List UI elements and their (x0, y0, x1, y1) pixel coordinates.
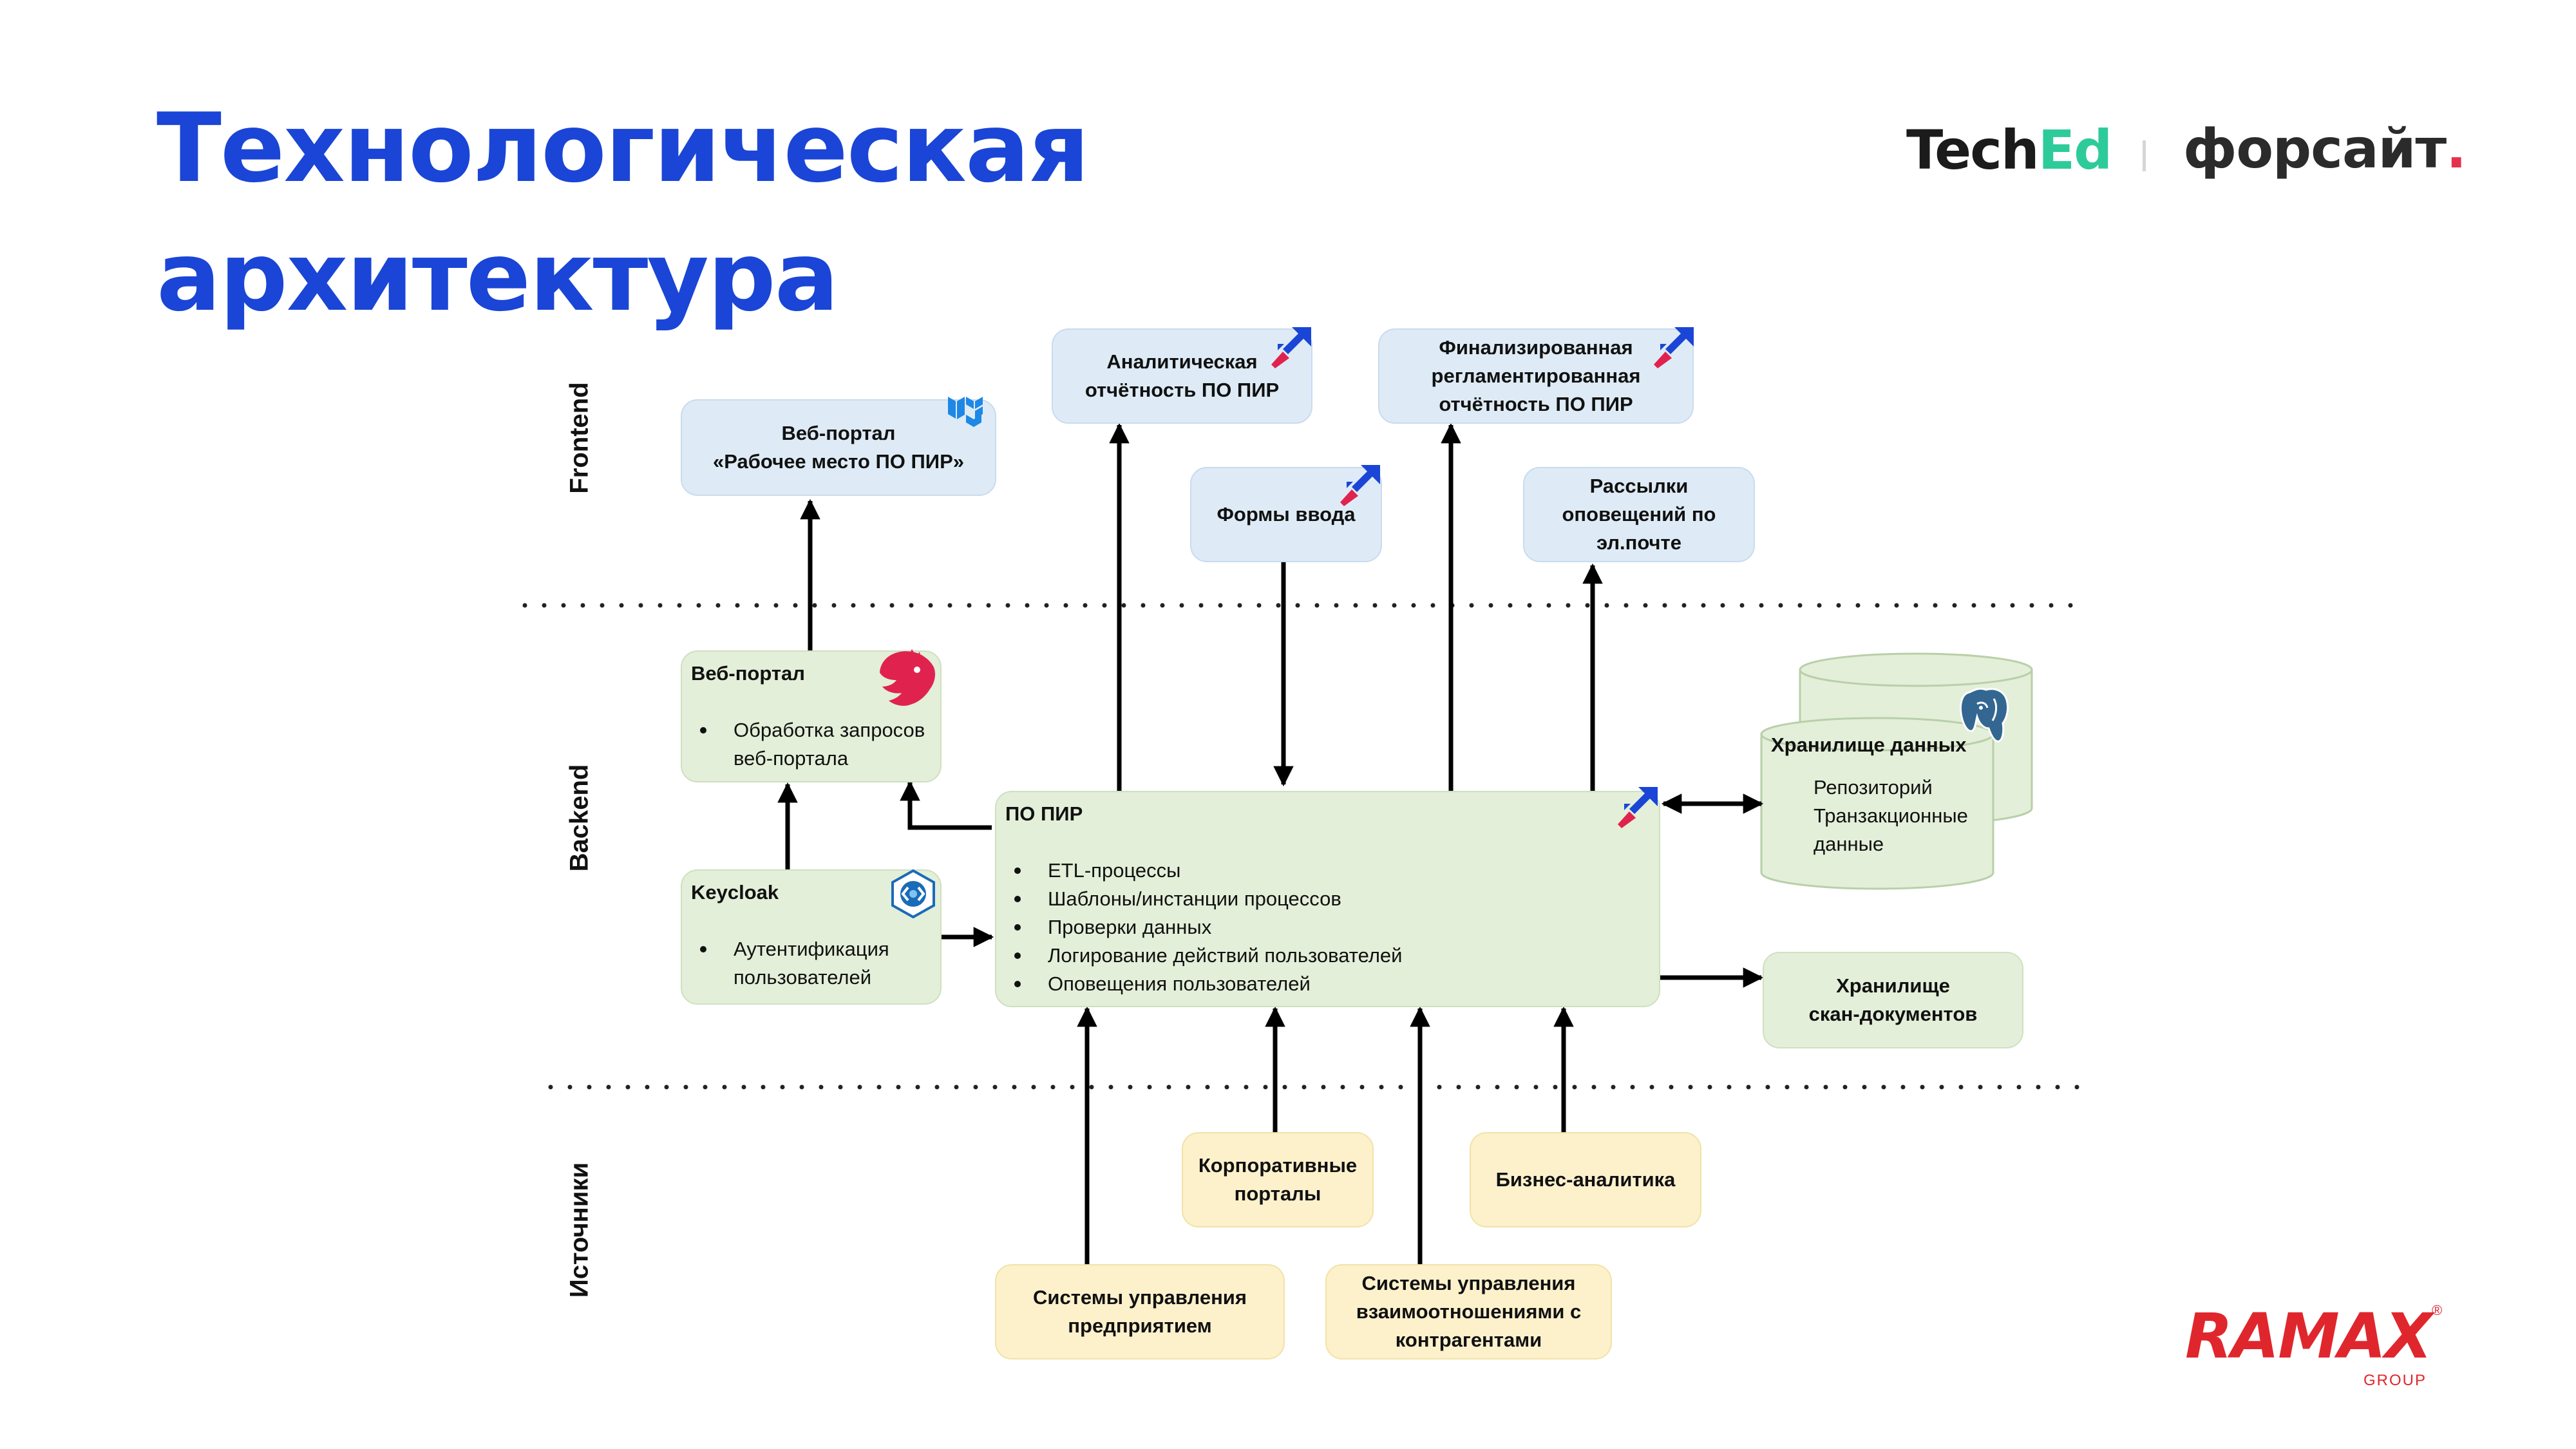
backend-datastore: Хранилище данных Репозиторий Транзакцион… (1763, 731, 1995, 858)
title-line-2: архитектура (156, 222, 839, 332)
list-item: Транзакционные данные (1814, 804, 1968, 855)
source-business-intelligence: Бизнес-аналитика (1470, 1132, 1701, 1227)
nestjs-icon (880, 649, 935, 706)
product-logo-icon (1618, 787, 1658, 828)
ramax-registered-mark: ® (2432, 1302, 2443, 1318)
material-ui-icon (948, 397, 983, 427)
list-item: Репозиторий (1814, 776, 1933, 799)
list-item: Аутентификация пользователей (700, 935, 914, 992)
backend-po-pir-title: ПО ПИР (1005, 802, 1083, 825)
list-item: Обработка запросов веб-портала (700, 716, 927, 773)
backend-web-portal-title: Веб-портал (691, 662, 805, 685)
list-item: Проверки данных (1014, 913, 1650, 942)
backend-po-pir: ПО ПИР ETL-процессы Шаблоны/инстанции пр… (995, 791, 1660, 1007)
logo-divider (2143, 140, 2146, 171)
ramax-logo: RAMAX (2185, 1300, 2432, 1372)
list-item: Шаблоны/инстанции процессов (1014, 885, 1650, 913)
product-logo-icon (1271, 327, 1311, 368)
teched-logo: TechEd (1906, 118, 2112, 182)
ramax-logo-subtitle: GROUP (2363, 1372, 2427, 1389)
arrow-popir-to-webportal (900, 780, 992, 830)
frontend-web-portal: Веб-портал«Рабочее место ПО ПИР» (681, 399, 996, 496)
list-item: Оповещения пользователей (1014, 970, 1650, 998)
backend-datastore-title: Хранилище данных (1771, 734, 1967, 756)
list-item: ETL-процессы (1014, 857, 1650, 885)
title-line-1: Технологическая (156, 93, 1090, 204)
product-logo-icon (1654, 327, 1694, 368)
postgresql-icon (1960, 687, 2009, 743)
keycloak-icon (891, 869, 935, 919)
list-item: Логирование действий пользователей (1014, 942, 1650, 970)
datastore-cylinder-front (1760, 717, 1994, 890)
backend-keycloak-title: Keycloak (691, 881, 779, 904)
page-title: Технологическая архитектура (156, 84, 1090, 341)
forsight-logo: форсайт. (2183, 117, 2467, 180)
product-logo-icon (1340, 465, 1380, 506)
